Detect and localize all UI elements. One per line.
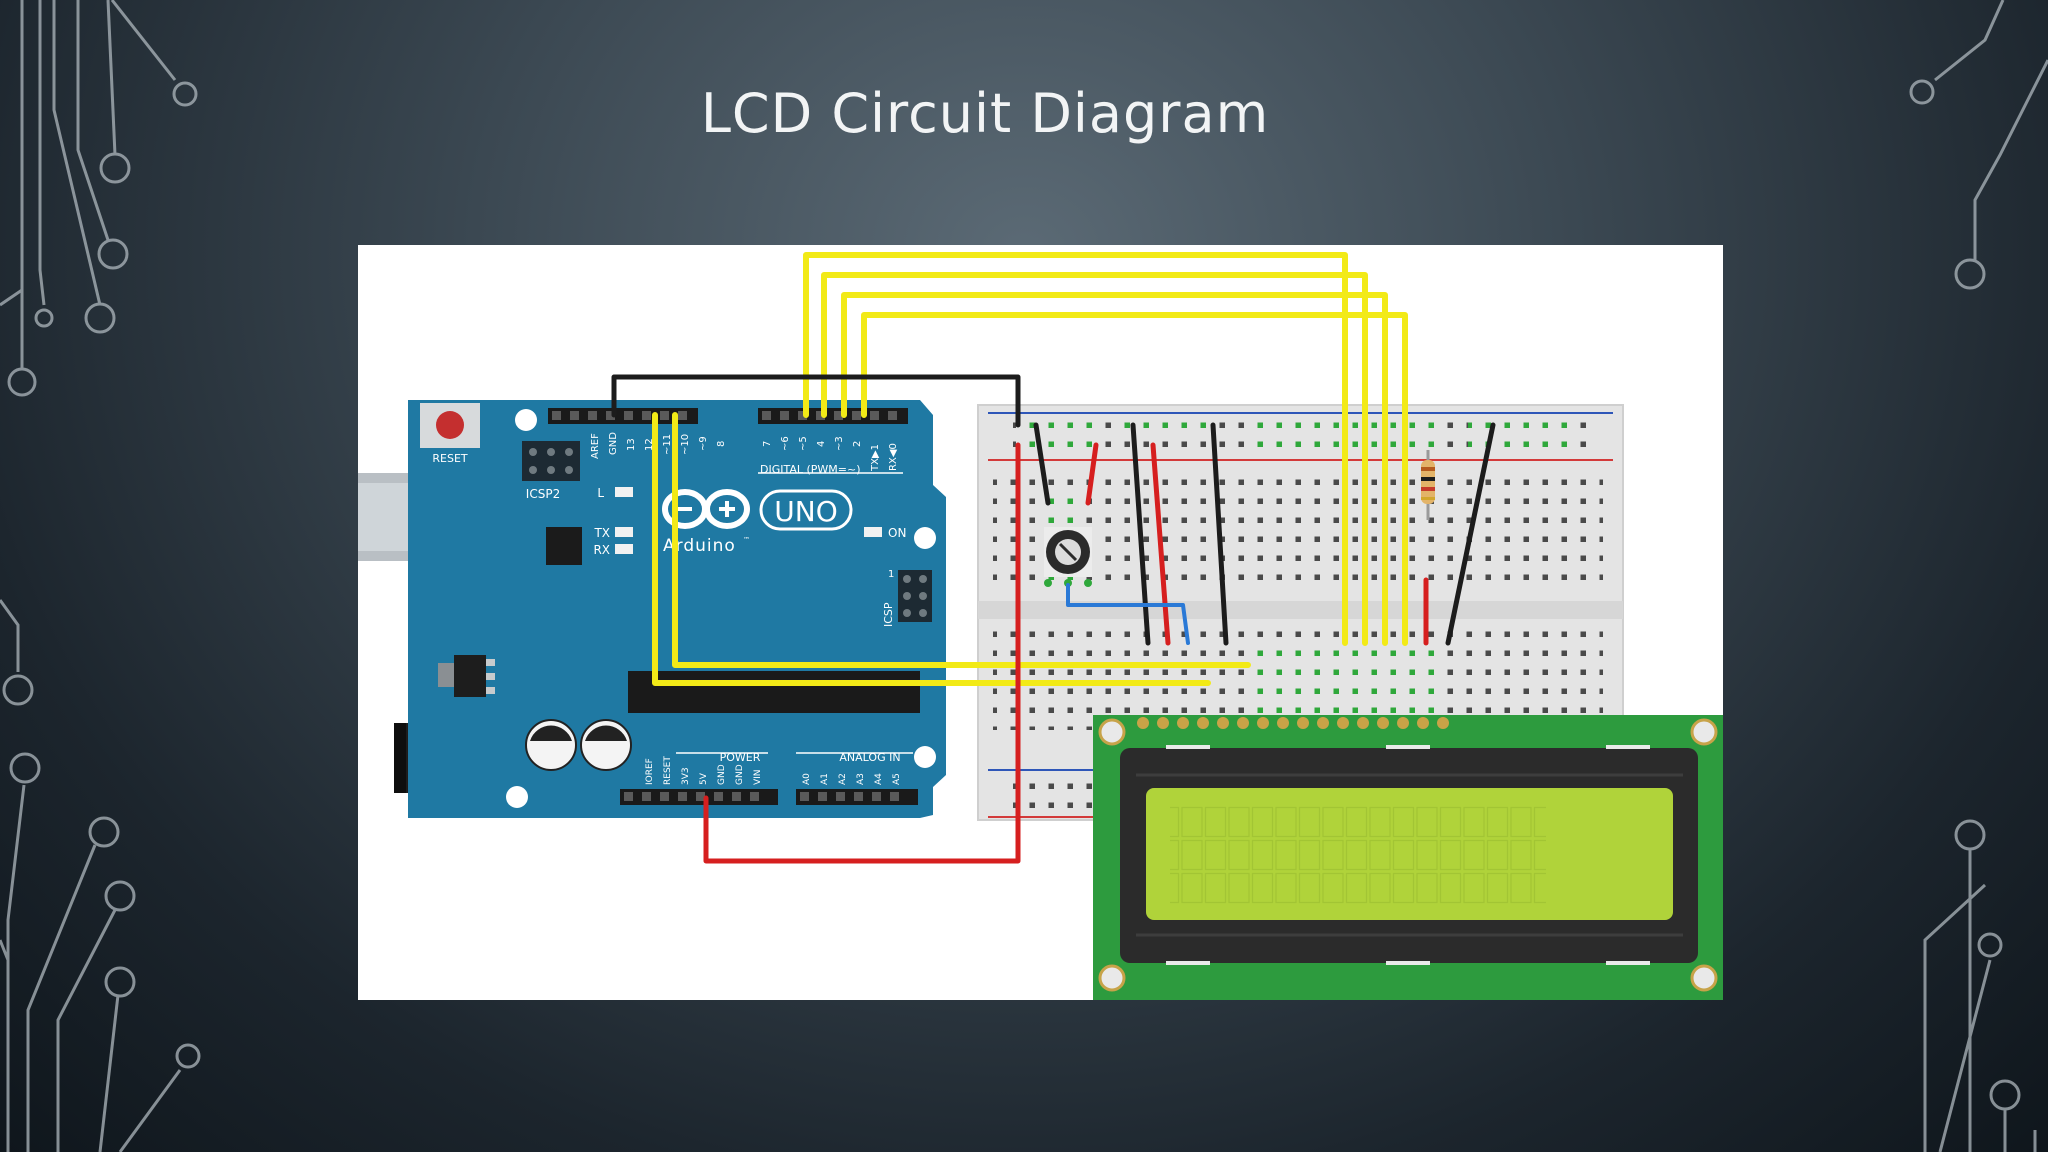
on-label: ON — [888, 526, 906, 540]
digital-pin-label: 7 — [762, 441, 773, 447]
power-pin-label: GND — [735, 764, 745, 785]
arduino-logo-icon — [662, 489, 750, 529]
reset-label: RESET — [432, 452, 468, 465]
analog-label: ANALOG IN — [839, 751, 900, 764]
analog-pin-label: A5 — [892, 773, 902, 785]
digital-pin-label: 8 — [716, 441, 727, 447]
yellow-wire-d5 — [803, 252, 1348, 646]
power-label: POWER — [720, 751, 761, 764]
digital-pin-label: 4 — [816, 441, 827, 447]
red-wire-5v — [703, 442, 1021, 864]
yellow-wire-d12 — [672, 412, 1251, 668]
digital-pin-label: 12 — [644, 438, 655, 451]
icsp2-label: ICSP2 — [526, 487, 560, 501]
digital-pin-label: TX▶1 — [870, 444, 881, 472]
analog-pin-label: A3 — [856, 773, 866, 785]
digital-pin-label: 2 — [852, 441, 863, 447]
atmega-chip — [628, 671, 920, 713]
yellow-wire-d2 — [861, 312, 1408, 646]
power-pin-label: RESET — [663, 756, 673, 785]
uno-badge — [759, 489, 853, 531]
power-pin-label: 5V — [699, 772, 709, 785]
power-pin-label: GND — [717, 764, 727, 785]
wires — [611, 252, 1496, 864]
yellow-wire-d11 — [652, 412, 1211, 686]
slide-title: LCD Circuit Diagram — [700, 82, 1270, 145]
digital-label: DIGITAL (PWM=~) — [760, 463, 861, 476]
icsp-pin-label: 1 — [888, 569, 894, 580]
circuit-diagram-figure: RESET ICSP2 AREF GND 13 12 — [358, 245, 1723, 1000]
led-rx-label: RX — [593, 543, 610, 557]
led-tx-label: TX — [593, 526, 610, 540]
capacitor-icon — [525, 719, 632, 771]
lcd-pin-header — [1137, 717, 1449, 729]
analog-pin-label: A4 — [874, 773, 884, 785]
yellow-wire-d4 — [821, 272, 1368, 646]
analog-pin-label: A2 — [838, 773, 848, 785]
power-pin-label: IOREF — [645, 758, 655, 785]
digital-pin-label: ~5 — [798, 436, 809, 451]
power-pin-label: VIN — [753, 769, 763, 785]
digital-pin-label: RX◀0 — [888, 443, 899, 471]
gnd-label: GND — [608, 432, 619, 455]
digital-pin-label: ~10 — [680, 434, 691, 455]
tm-label: ™ — [743, 536, 750, 544]
digital-pin-label: ~6 — [780, 436, 791, 451]
black-wire-gnd — [611, 374, 1021, 428]
digital-pin-label: ~9 — [698, 436, 709, 451]
icsp-label: ICSP — [882, 602, 895, 627]
led-l-label: L — [597, 486, 604, 500]
lcd-1602-module — [1093, 715, 1723, 1000]
brand-label: Arduino — [663, 536, 736, 556]
pin13-label: 13 — [626, 438, 637, 451]
digital-pin-label: ~11 — [662, 434, 673, 455]
model-label: UNO — [774, 495, 837, 528]
yellow-wire-d3 — [841, 292, 1388, 646]
digital-pin-label: ~3 — [834, 436, 845, 451]
analog-pin-label: A0 — [802, 773, 812, 785]
blue-wire-contrast — [1066, 583, 1190, 645]
analog-pin-label: A1 — [820, 773, 830, 785]
power-pin-label: 3V3 — [681, 767, 691, 785]
resistor — [1421, 450, 1435, 520]
aref-label: AREF — [590, 433, 601, 459]
